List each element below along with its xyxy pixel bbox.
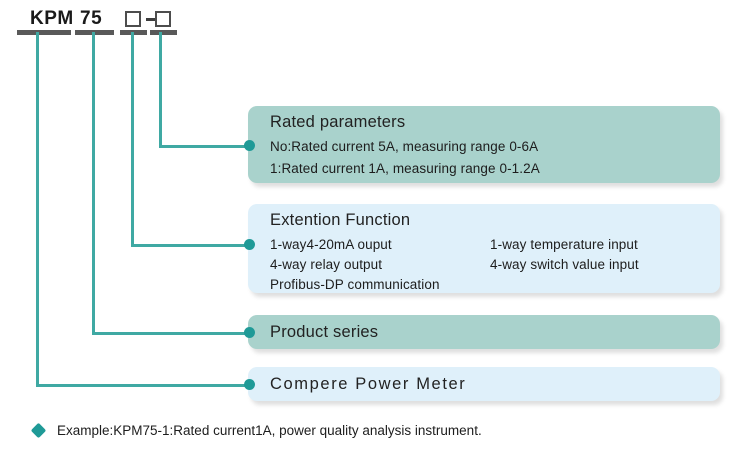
- connector-vline-series: [92, 32, 95, 332]
- callout-line-extention-c1-2: Profibus-DP communication: [270, 277, 440, 292]
- code-token-kpm: KPM: [30, 8, 74, 29]
- callout-line-extention-c2-1: 4-way switch value input: [490, 257, 639, 272]
- connector-hline-rated: [159, 145, 250, 148]
- code-square-extention: [125, 11, 141, 27]
- callout-title-extention-function: Extention Function: [270, 211, 411, 229]
- connector-vline-meter: [36, 32, 39, 384]
- callout-line-extention-c1-0: 1-way4-20mA ouput: [270, 237, 392, 252]
- node-dot-product-series: [244, 327, 255, 338]
- callout-rated-parameters: [248, 106, 720, 183]
- code-underline-kpm: [17, 30, 71, 35]
- callout-line-extention-c2-0: 1-way temperature input: [490, 237, 638, 252]
- callout-product-series: [248, 315, 720, 349]
- node-dot-extention-function: [244, 239, 255, 250]
- callout-extention-function: [248, 204, 720, 293]
- code-dash-separator: [146, 18, 155, 21]
- code-underline-rated: [150, 30, 177, 35]
- callout-title-rated-parameters: Rated parameters: [270, 113, 406, 131]
- connector-hline-meter: [36, 384, 250, 387]
- node-dot-rated-parameters: [244, 140, 255, 151]
- connector-hline-series: [92, 332, 250, 335]
- node-dot-compere-power-meter: [244, 379, 255, 390]
- connector-hline-extention: [131, 244, 250, 247]
- callout-label-compere-power-meter: Compere Power Meter: [270, 375, 467, 393]
- callout-line-rated-0: No:Rated current 5A, measuring range 0-6…: [270, 139, 539, 154]
- code-square-rated: [155, 11, 171, 27]
- footer-example-text: Example:KPM75-1:Rated current1A, power q…: [57, 423, 482, 438]
- callout-compere-power-meter: [248, 367, 720, 401]
- connector-vline-rated: [159, 32, 162, 145]
- code-token-75: 75: [80, 8, 103, 29]
- callout-line-rated-1: 1:Rated current 1A, measuring range 0-1.…: [270, 161, 540, 176]
- callout-line-extention-c1-1: 4-way relay output: [270, 257, 383, 272]
- callout-label-product-series: Product series: [270, 323, 379, 341]
- diamond-bullet-icon: [30, 422, 47, 439]
- connector-vline-extention: [131, 32, 134, 244]
